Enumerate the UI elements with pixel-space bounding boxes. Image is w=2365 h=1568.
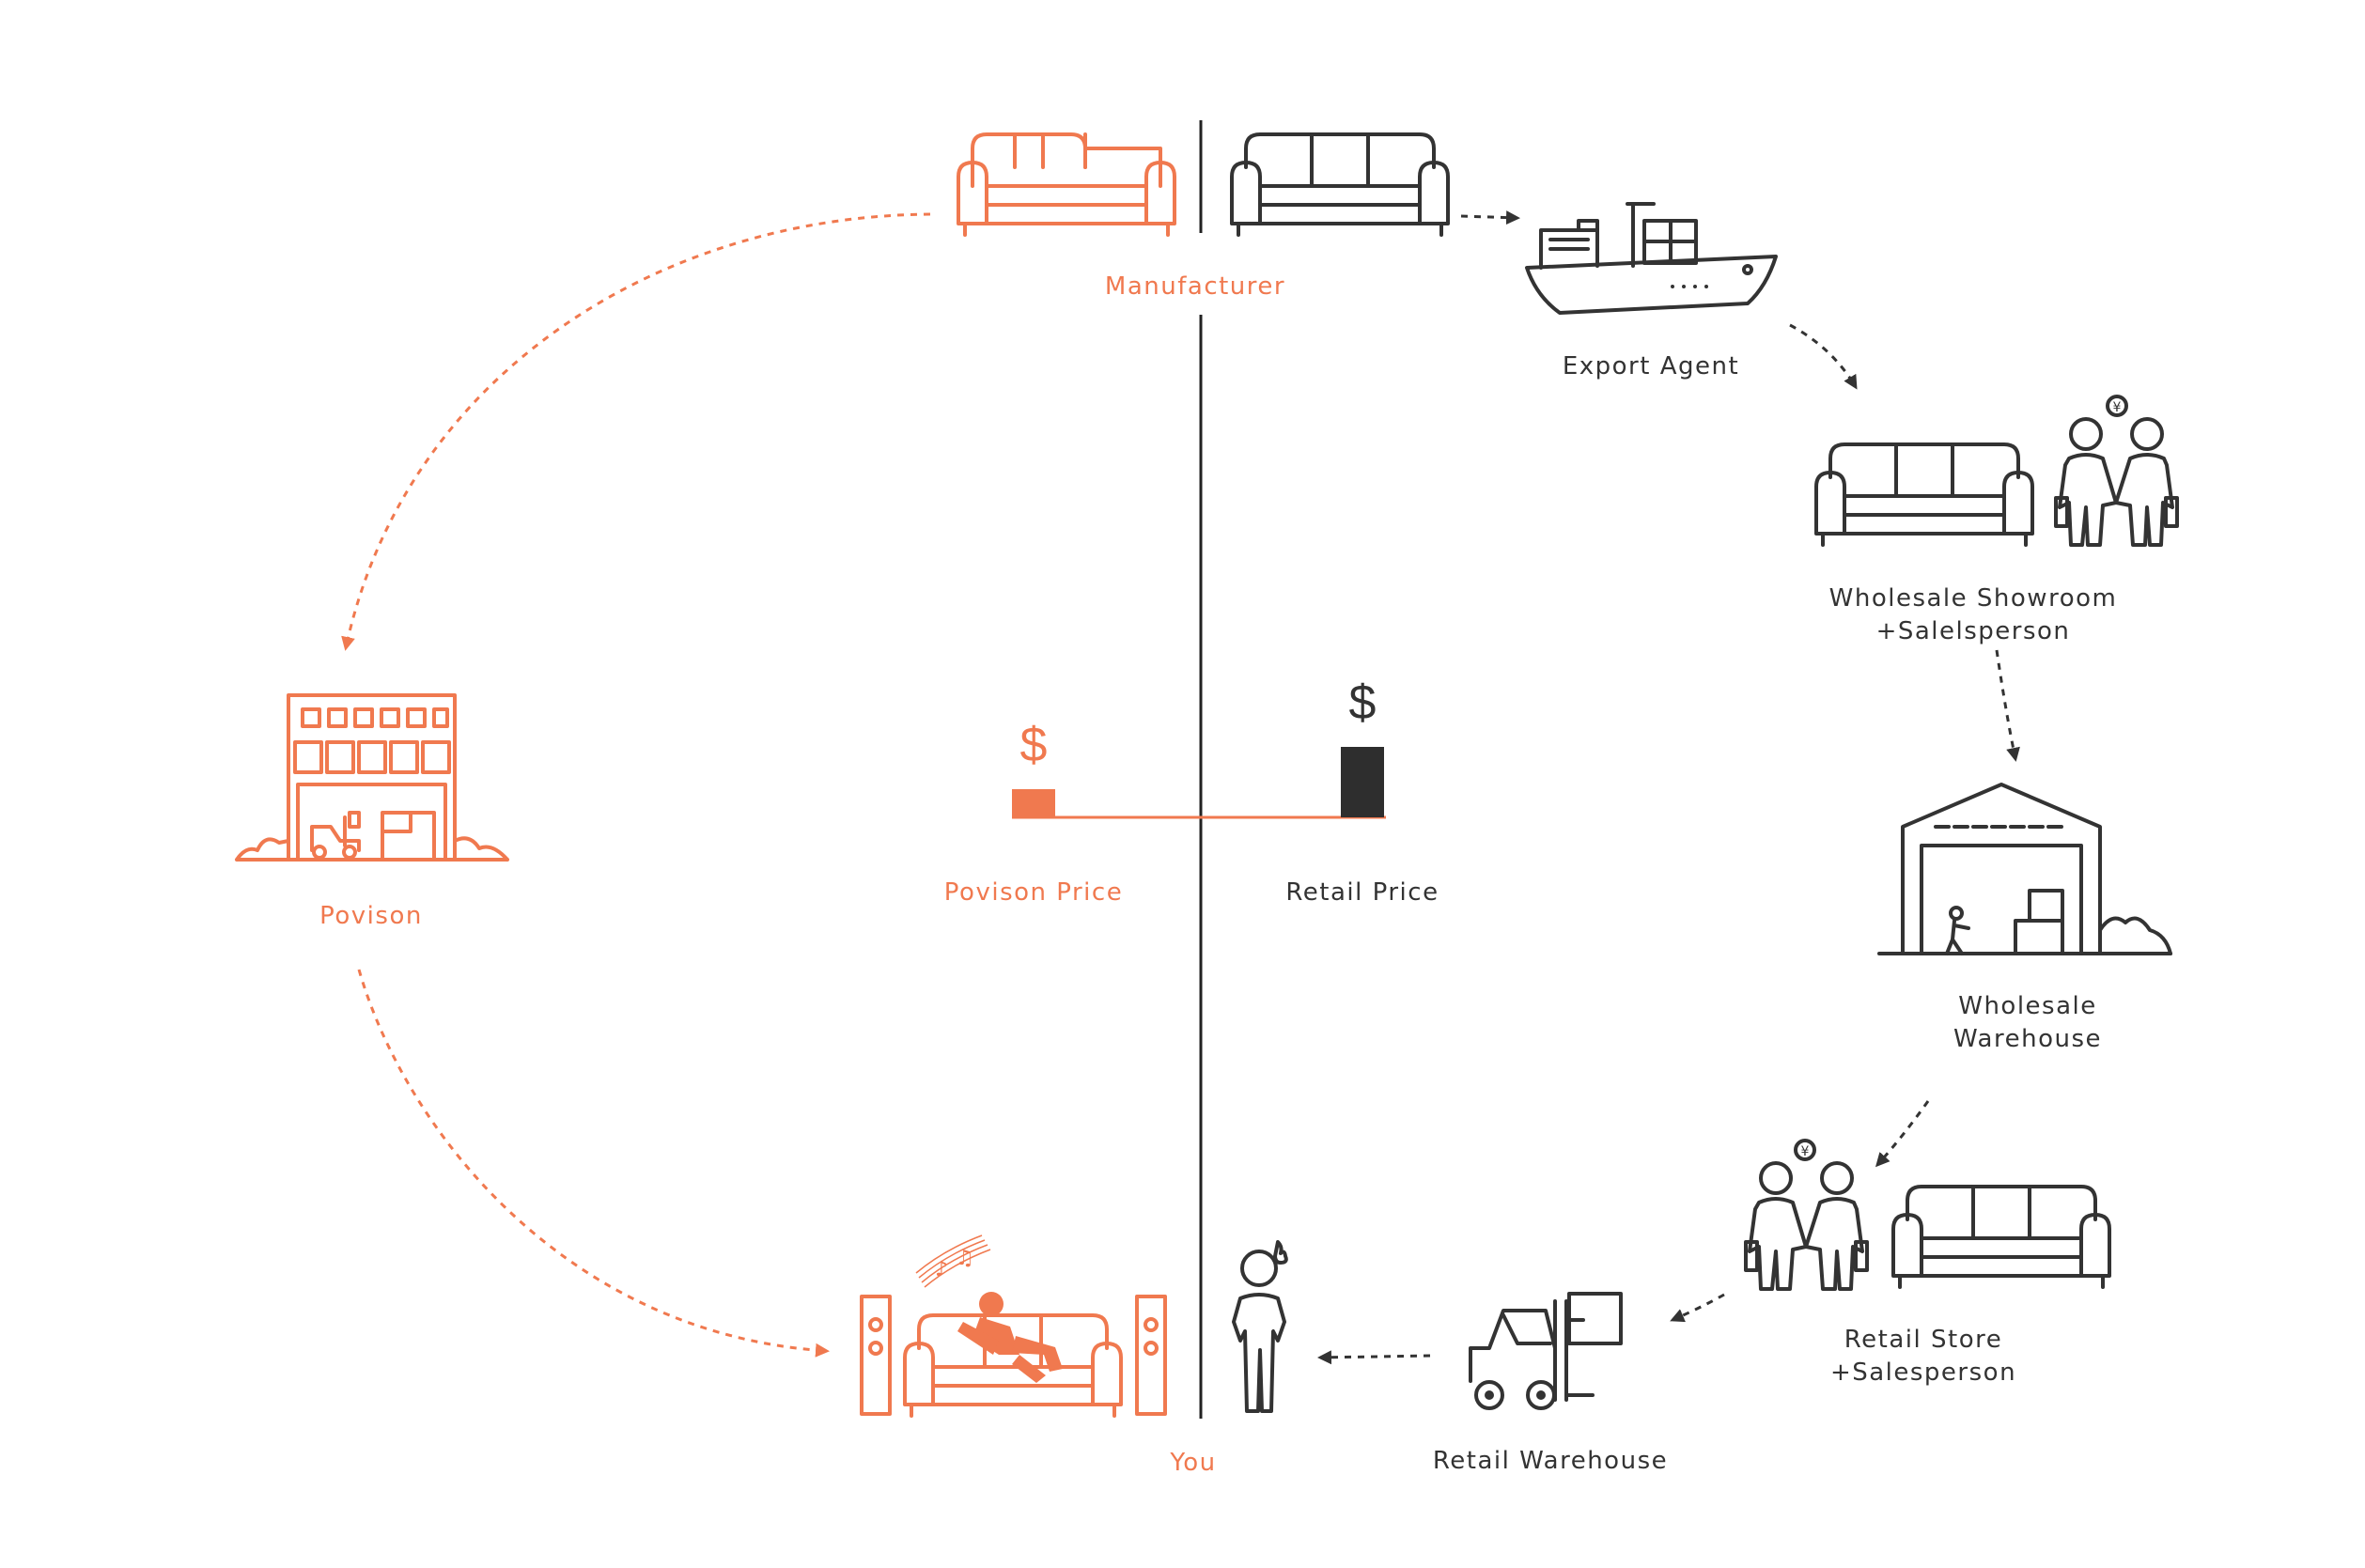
speaker-icon-left (860, 1295, 892, 1416)
arrow-manufacturer-to-export (1460, 210, 1520, 225)
povison-price-dollar-sign: $ (1020, 718, 1048, 772)
you-label: You (1169, 1449, 1216, 1477)
retail-store-sofa-icon (1891, 1185, 2111, 1289)
povison-price-label: Povison Price (944, 878, 1123, 907)
svg-text:♫: ♫ (956, 1247, 974, 1270)
angry-person-icon (1232, 1240, 1288, 1413)
povison-price-bar (1012, 789, 1055, 817)
price-comparison: $ $ Povison Price Retail Price (944, 675, 1439, 907)
music-notes-icon: ♪ ♫ (915, 1234, 991, 1288)
retail-price-label: Retail Price (1285, 878, 1439, 907)
svg-text:♪: ♪ (935, 1258, 948, 1281)
export-agent-label: Export Agent (1563, 352, 1739, 380)
arrow-showroom-to-wholesale-warehouse (1995, 649, 2020, 762)
retail-warehouse-label: Retail Warehouse (1433, 1447, 1668, 1475)
wholesale-warehouse-label-line2: Warehouse (1953, 1025, 2102, 1053)
yen-coin-icon: ¥ (2106, 395, 2128, 417)
warehouse-icon (1877, 783, 2172, 955)
retail-store-handshake-icon (1744, 1161, 1869, 1291)
factory-icon (235, 693, 509, 862)
retail-price-bar (1341, 747, 1384, 817)
manufacturer-orange-sofa-icon (957, 132, 1176, 237)
wholesale-showroom-label-line1: Wholesale Showroom (1829, 584, 2118, 613)
retail-store-yen-coin-icon: ¥ (1794, 1139, 1816, 1161)
handshake-icon (2054, 417, 2179, 547)
arrow-povison-to-you (357, 969, 830, 1358)
arrow-retail-store-to-retail-warehouse (1670, 1293, 1725, 1323)
speaker-icon-right (1135, 1295, 1167, 1416)
you-sofa-icon (903, 1313, 1123, 1418)
svg-text:¥: ¥ (1801, 1144, 1810, 1159)
retail-store-label-line1: Retail Store (1844, 1326, 2002, 1354)
relaxing-person-on-sofa-icon (957, 1292, 1063, 1383)
manufacturer-dark-sofa-icon (1230, 132, 1450, 237)
arrow-export-to-showroom (1789, 323, 1858, 390)
wholesale-showroom-sofa-icon (1814, 442, 2034, 547)
wholesale-showroom-label-line2: +Salelsperson (1876, 617, 2071, 645)
arrow-retail-warehouse-to-consumer (1317, 1350, 1431, 1365)
cargo-ship-icon (1525, 202, 1778, 315)
arrow-wholesale-warehouse-to-retail-store (1875, 1100, 1930, 1168)
manufacturer-label: Manufacturer (1105, 272, 1285, 301)
wholesale-warehouse-label-line1: Wholesale (1958, 992, 2097, 1020)
retail-store-label-line2: +Salesperson (1830, 1358, 2016, 1387)
arrow-manufacturer-to-povison (341, 212, 931, 651)
svg-text:¥: ¥ (2113, 400, 2122, 415)
forklift-icon (1469, 1292, 1623, 1410)
retail-price-dollar-sign: $ (1349, 675, 1377, 730)
povison-label: Povison (319, 902, 423, 930)
